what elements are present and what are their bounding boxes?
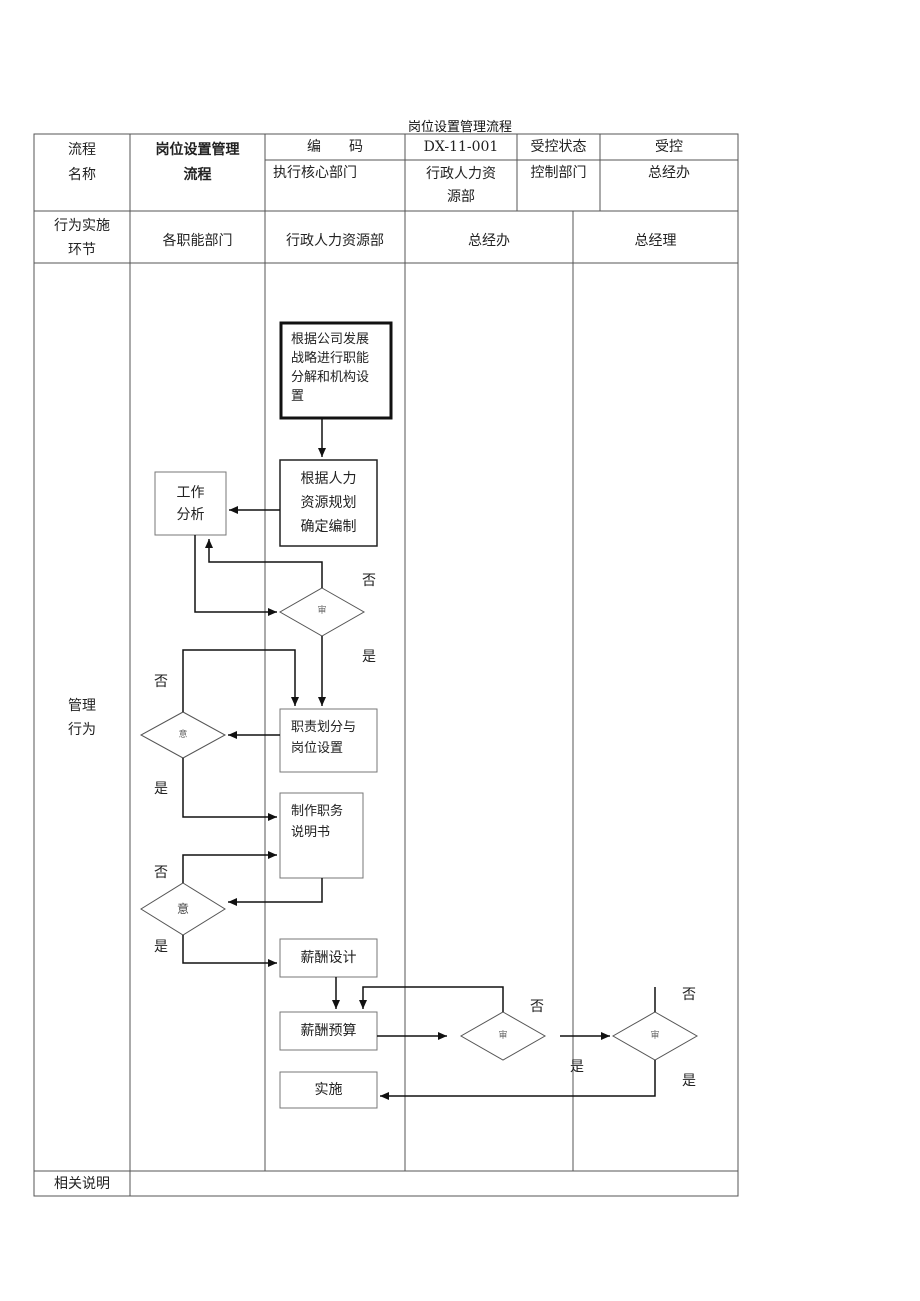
edge-label-no-3: 否 bbox=[154, 865, 168, 881]
diamond-3-text: 意 bbox=[176, 902, 189, 916]
control-dept-label: 控制部门 bbox=[530, 165, 587, 181]
plan-process-box bbox=[279, 459, 378, 547]
edge-label-yes-4: 是 bbox=[570, 1059, 584, 1075]
salary-budget-box bbox=[279, 1011, 378, 1051]
diamond-1-text: 审 bbox=[317, 606, 327, 616]
edge-label-yes-5: 是 bbox=[682, 1073, 696, 1089]
lane-header-general-manager: 总经理 bbox=[634, 233, 677, 249]
implement-text: 实施 bbox=[314, 1082, 343, 1098]
exec-dept-label: 执行核心部门 bbox=[273, 165, 357, 181]
control-dept-value: 总经办 bbox=[648, 165, 690, 181]
lane-row-label: 行为实施 环节 bbox=[54, 218, 110, 258]
process-name-value: 岗位设置管理 流程 bbox=[155, 142, 240, 183]
desc-process-box bbox=[279, 792, 364, 879]
lane-header-general-office: 总经办 bbox=[468, 233, 510, 249]
start-process-box bbox=[279, 321, 393, 420]
exec-dept-value: 行政人力资 源部 bbox=[426, 166, 496, 205]
connectors bbox=[182, 418, 656, 1100]
salary-design-box bbox=[279, 938, 378, 978]
control-status-label: 受控状态 bbox=[530, 139, 587, 155]
job-analysis-text: 工作 分析 bbox=[176, 485, 205, 523]
edge-label-yes-2: 是 bbox=[154, 781, 168, 797]
start-node-text: 根据公司发展 战略进行职能 分解和机构设 置 bbox=[291, 332, 370, 404]
code-value: DX-11-001 bbox=[423, 139, 499, 155]
edge-label-yes-3: 是 bbox=[154, 939, 168, 955]
salary-design-text: 薪酬设计 bbox=[300, 950, 357, 966]
edge-label-no-2: 否 bbox=[154, 674, 168, 690]
implement-box bbox=[279, 1071, 378, 1109]
diamond-5-text: 审 bbox=[650, 1031, 660, 1041]
salary-budget-text: 薪酬预算 bbox=[300, 1023, 357, 1039]
footer-label: 相关说明 bbox=[54, 1176, 110, 1192]
edge-label-yes-1: 是 bbox=[362, 649, 376, 665]
diamond-4-text: 审 bbox=[498, 1031, 508, 1041]
job-analysis-box bbox=[154, 471, 227, 536]
edge-label-no-4: 否 bbox=[530, 999, 544, 1015]
control-status-value: 受控 bbox=[655, 139, 683, 155]
process-name-label: 流程 名称 bbox=[68, 142, 96, 183]
lane-header-functional-depts: 各职能部门 bbox=[162, 233, 233, 249]
decision-diamond-4 bbox=[459, 1011, 547, 1061]
edge-label-no-5: 否 bbox=[682, 987, 696, 1003]
duty-process-box bbox=[279, 708, 378, 773]
plan-node-text: 根据人力 资源规划 确定编制 bbox=[300, 471, 357, 535]
page-title: 岗位设置管理流程 bbox=[407, 120, 512, 135]
desc-node-text: 制作职务 说明书 bbox=[291, 804, 344, 840]
code-label: 编 码 bbox=[307, 139, 363, 155]
section-label: 管理 行为 bbox=[68, 698, 96, 738]
edge-label-no-1: 否 bbox=[362, 573, 376, 589]
diamond-2-text: 意 bbox=[178, 730, 188, 740]
lane-header-hr-admin: 行政人力资源部 bbox=[286, 233, 384, 249]
table-grid bbox=[33, 133, 739, 1197]
duty-node-text: 职责划分与 岗位设置 bbox=[291, 720, 357, 756]
